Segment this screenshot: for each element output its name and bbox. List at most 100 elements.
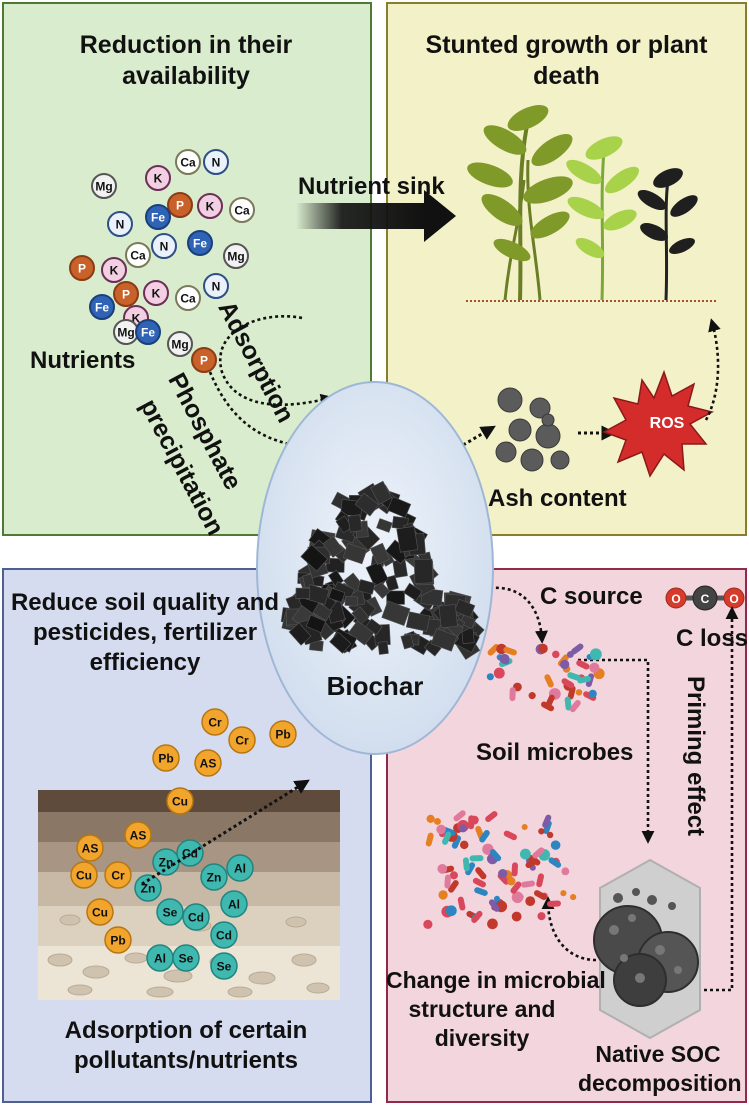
- pollutant-adsorption-arrow: [141, 779, 310, 886]
- biochar-label: Biochar: [326, 671, 424, 701]
- soc-aggregate-icon: [593, 858, 701, 1040]
- svg-text:Cr: Cr: [111, 869, 125, 883]
- svg-text:Mg: Mg: [171, 338, 188, 352]
- ion-p: P: [167, 192, 193, 218]
- svg-text:Mg: Mg: [227, 250, 244, 264]
- svg-text:N: N: [116, 218, 125, 232]
- svg-text:K: K: [206, 200, 215, 214]
- nutrients-label: Nutrients: [30, 347, 136, 374]
- co2-o2-text: O: [729, 592, 738, 606]
- svg-text:Al: Al: [234, 862, 246, 876]
- soil-panel-bottom-label: Adsorption of certain pollutants/nutrien…: [0, 1016, 372, 1076]
- metal-se: Se: [172, 944, 200, 972]
- soil-title-line2: pesticides, fertilizer: [32, 619, 258, 646]
- metal-se: Se: [210, 952, 238, 980]
- svg-text:AS: AS: [200, 757, 217, 771]
- microbial-change-label: Change in microbial structure and divers…: [386, 966, 606, 1052]
- ion-ca: Ca: [175, 285, 201, 311]
- soc-microbes-arrow: [541, 896, 597, 962]
- metal-cr: Cr: [104, 861, 132, 889]
- metal-cr: Cr: [228, 726, 256, 754]
- svg-text:Fe: Fe: [141, 326, 155, 340]
- ion-ca: Ca: [125, 242, 151, 268]
- soil-title-line3: efficiency: [89, 649, 201, 676]
- svg-text:Se: Se: [163, 906, 178, 920]
- svg-text:Pb: Pb: [275, 728, 290, 742]
- metal-cu: Cu: [70, 861, 98, 889]
- svg-text:Cr: Cr: [208, 716, 222, 730]
- ion-n: N: [203, 149, 229, 175]
- nutrient-panel-title: Reduction in their availability: [0, 30, 372, 93]
- svg-text:Cd: Cd: [188, 911, 204, 925]
- ion-p: P: [191, 347, 217, 373]
- metal-pb: Pb: [152, 744, 180, 772]
- metal-zn: Zn: [200, 863, 228, 891]
- soc-line1: Native SOC: [595, 1041, 721, 1067]
- co2-c-text: C: [701, 592, 710, 606]
- ash-content-label: Ash content: [488, 485, 627, 512]
- c-loss-label: C loss: [676, 625, 749, 652]
- ash-particles-icon: [495, 387, 570, 472]
- soil-title-line1: Reduce soil quality and: [10, 589, 280, 616]
- svg-text:Zn: Zn: [207, 871, 222, 885]
- metal-pb: Pb: [269, 720, 297, 748]
- metal-cu: Cu: [86, 898, 114, 926]
- ion-mg: Mg: [113, 319, 139, 345]
- svg-text:Ca: Ca: [180, 292, 196, 306]
- ion-k: K: [197, 193, 223, 219]
- svg-text:N: N: [212, 280, 221, 294]
- ion-k: K: [143, 280, 169, 306]
- ros-label: ROS: [649, 415, 685, 432]
- ion-mg: Mg: [91, 173, 117, 199]
- svg-text:K: K: [110, 264, 119, 278]
- microbial-diversity-icon: [423, 810, 577, 930]
- dead-plant-icon: [637, 168, 698, 301]
- nutrient-title-line2: availability: [122, 62, 250, 91]
- metal-cr: Cr: [201, 708, 229, 736]
- soc-decomposition-label: Native SOC decomposition: [578, 1040, 742, 1098]
- change-line1: Change in microbial: [386, 967, 606, 993]
- svg-text:Al: Al: [228, 898, 240, 912]
- svg-text:Cu: Cu: [172, 795, 188, 809]
- metal-as: AS: [76, 834, 104, 862]
- svg-text:K: K: [132, 312, 141, 326]
- biochar-pile-icon: [280, 480, 485, 660]
- svg-text:N: N: [160, 240, 169, 254]
- svg-text:N: N: [212, 156, 221, 170]
- nutrient-title-line1: Reduction in their: [79, 31, 293, 59]
- svg-text:Fe: Fe: [151, 211, 165, 225]
- svg-text:P: P: [176, 199, 184, 213]
- svg-text:AS: AS: [82, 842, 99, 856]
- metal-as: AS: [124, 821, 152, 849]
- metal-cu: Cu: [166, 787, 194, 815]
- svg-text:Fe: Fe: [193, 237, 207, 251]
- svg-text:P: P: [78, 262, 86, 276]
- soil-microbes-label: Soil microbes: [476, 739, 634, 766]
- metal-al: Al: [146, 944, 174, 972]
- adsorption-arrow: [218, 315, 334, 407]
- svg-text:AS: AS: [130, 829, 147, 843]
- ion-k: K: [101, 257, 127, 283]
- priming-effect-label: Priming effect: [682, 676, 709, 837]
- ros-plant-arrow: [704, 318, 721, 421]
- ion-fe: Fe: [89, 294, 115, 320]
- svg-text:Cu: Cu: [92, 906, 108, 920]
- ion-n: N: [107, 211, 133, 237]
- metal-al: Al: [226, 854, 254, 882]
- soil-microbes-icon: [486, 643, 605, 713]
- nutrient-sink-label: Nutrient sink: [298, 173, 445, 200]
- co2-molecule-icon: O C O: [665, 585, 745, 611]
- plant-title-line1: Stunted growth or plant: [425, 31, 708, 59]
- metal-cd: Cd: [176, 839, 204, 867]
- soil-bottom-line1: Adsorption of certain: [64, 1017, 308, 1044]
- ion-k: K: [145, 165, 171, 191]
- healthy-plant-icon: [467, 105, 573, 301]
- svg-text:Ca: Ca: [234, 204, 250, 218]
- svg-text:Pb: Pb: [158, 752, 173, 766]
- nutrient-sink-arrow: [296, 190, 456, 242]
- c-source-label: C source: [540, 583, 643, 610]
